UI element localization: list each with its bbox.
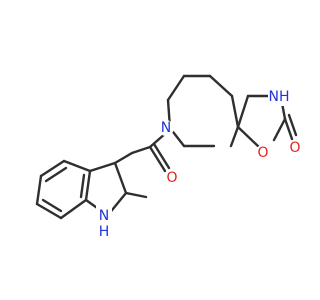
bond <box>152 142 171 170</box>
bond <box>148 145 167 173</box>
bond <box>124 191 148 199</box>
bond <box>79 173 86 199</box>
bond <box>272 117 287 142</box>
bond <box>113 151 134 165</box>
nitrogen-label: N <box>161 120 171 136</box>
nitrogen-label: NH <box>269 89 290 105</box>
hydrogen-label: H <box>99 224 110 240</box>
bond <box>230 94 240 129</box>
oxygen-label: O <box>289 140 300 156</box>
bond <box>62 159 92 173</box>
bond <box>41 198 63 213</box>
bond <box>35 202 63 220</box>
bond <box>229 125 240 148</box>
bond <box>208 74 234 98</box>
bond <box>236 94 250 129</box>
bond <box>283 117 294 141</box>
bond <box>39 159 66 178</box>
bond <box>84 169 92 202</box>
structure-canvas: N NH O O O N H <box>35 74 300 240</box>
bond <box>59 198 88 220</box>
bond <box>130 145 152 155</box>
bond <box>287 113 298 137</box>
bond <box>166 74 186 102</box>
oxygen-label: O <box>257 145 268 161</box>
atom-labels: N NH O O O N H <box>96 88 300 240</box>
oxygen-label: O <box>166 170 177 186</box>
bond <box>113 161 128 195</box>
bond <box>88 161 117 173</box>
nitrogen-label: N <box>99 208 109 224</box>
molecule-structure: N NH O O O N H <box>35 74 300 240</box>
bond <box>35 174 43 206</box>
bond <box>236 125 262 150</box>
bond <box>44 166 68 183</box>
